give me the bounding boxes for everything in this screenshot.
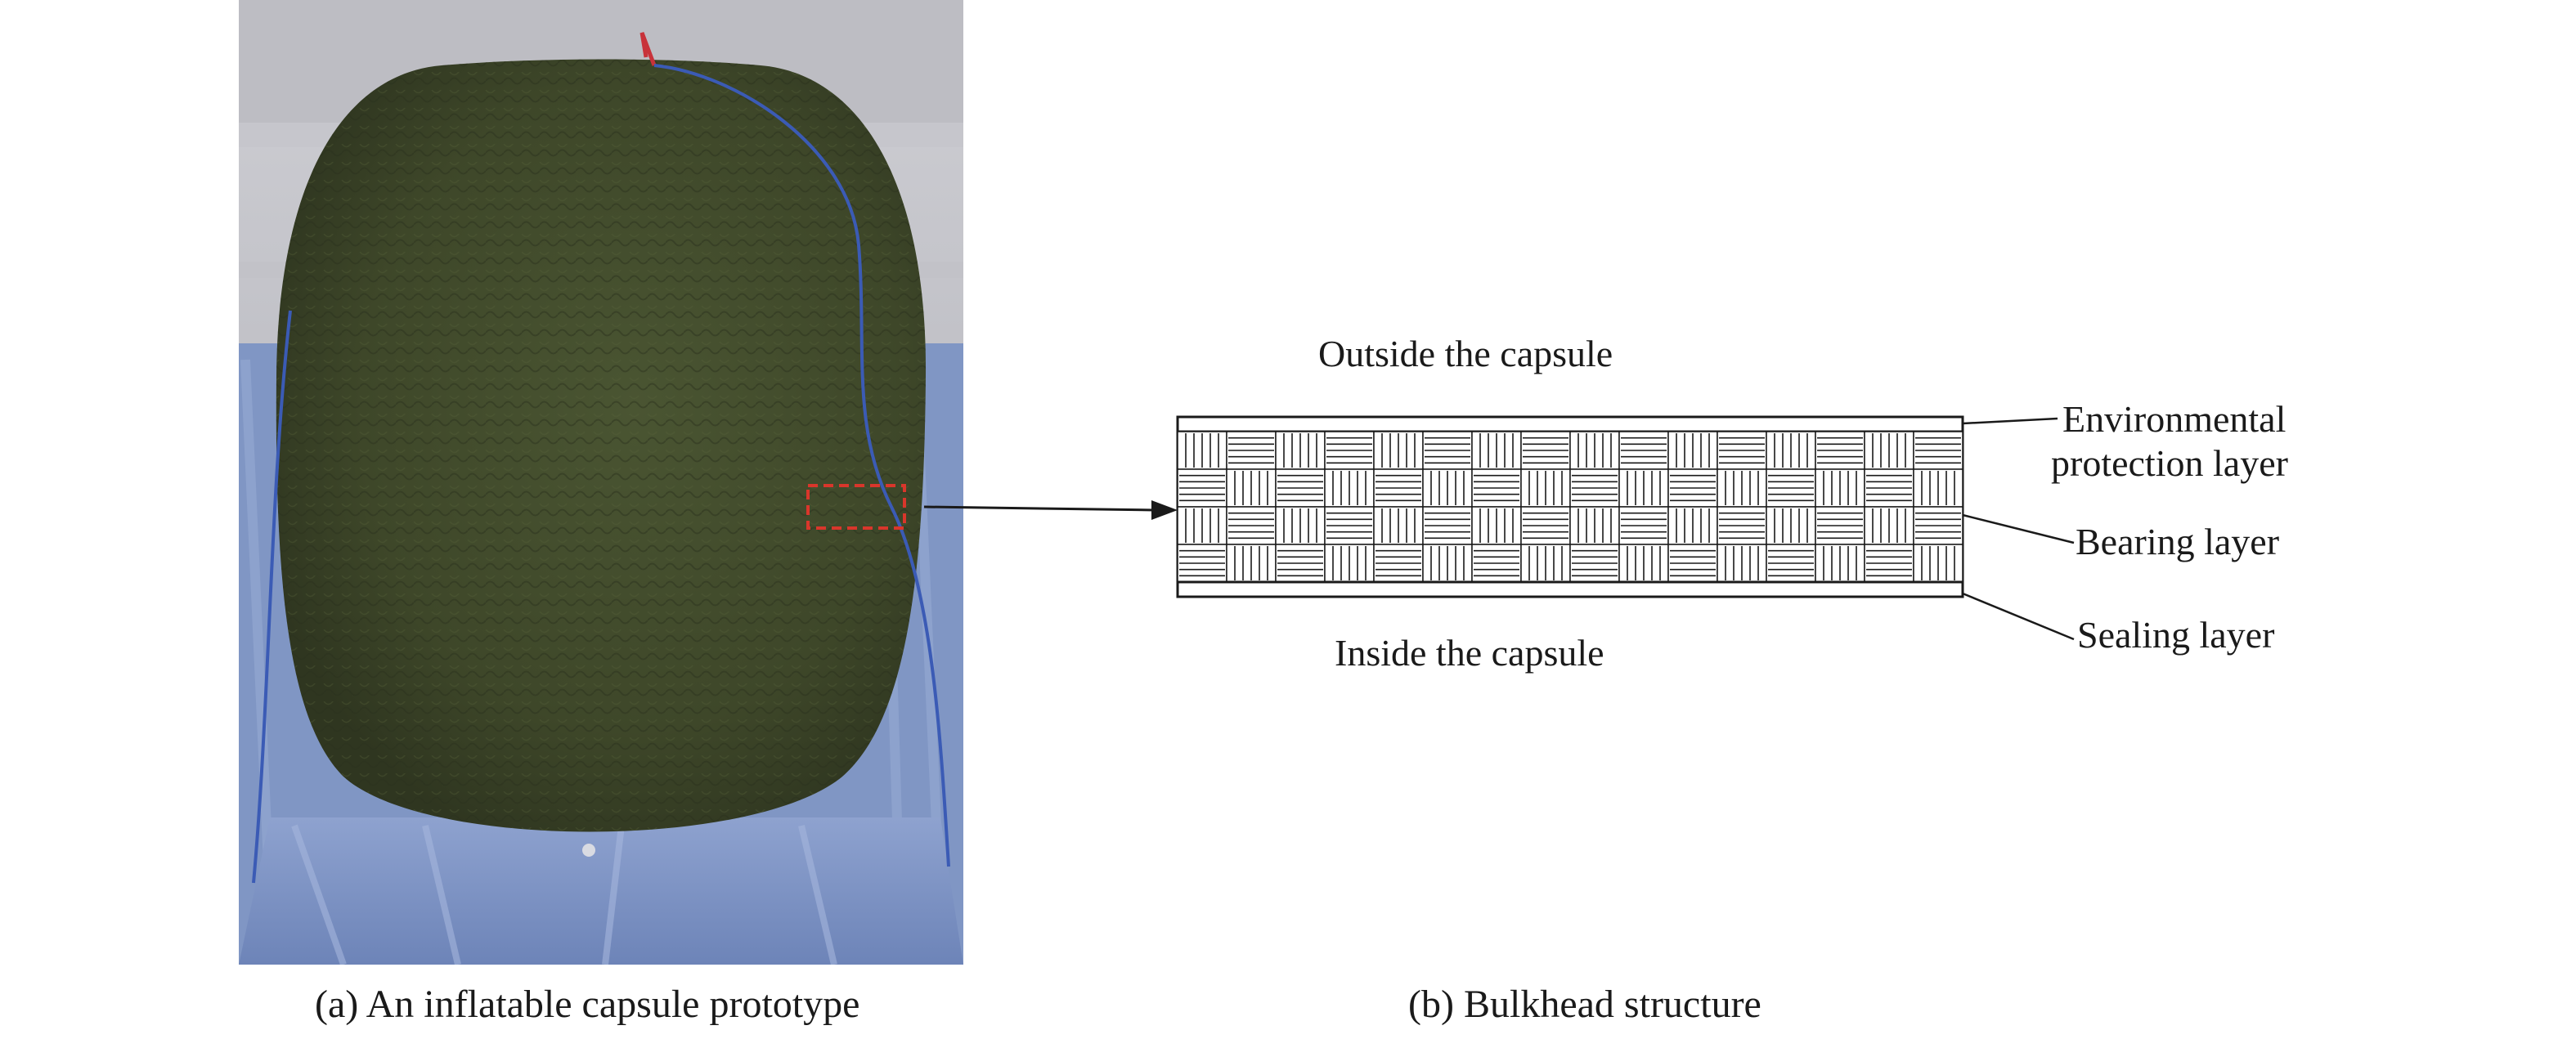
highlight-box: [806, 484, 906, 530]
environmental-layer-label-line2: protection layer: [2051, 442, 2288, 484]
caption-a: (a) An inflatable capsule prototype: [315, 983, 859, 1026]
bearing-layer-label: Bearing layer: [2076, 521, 2279, 562]
connector-arrow: [923, 500, 1178, 520]
outside-capsule-label: Outside the capsule: [1318, 333, 1613, 374]
inside-capsule-label: Inside the capsule: [1335, 632, 1604, 674]
sealing-layer: [1176, 580, 1964, 598]
environmental-protection-layer: [1176, 415, 1964, 433]
caption-b: (b) Bulkhead structure: [1408, 983, 1761, 1026]
capsule-photo: [239, 0, 963, 965]
sealing-layer-label: Sealing layer: [2077, 614, 2274, 656]
environmental-layer-label-line1: Environmental: [2062, 398, 2286, 440]
bulkhead-diagram: [1176, 415, 2075, 641]
